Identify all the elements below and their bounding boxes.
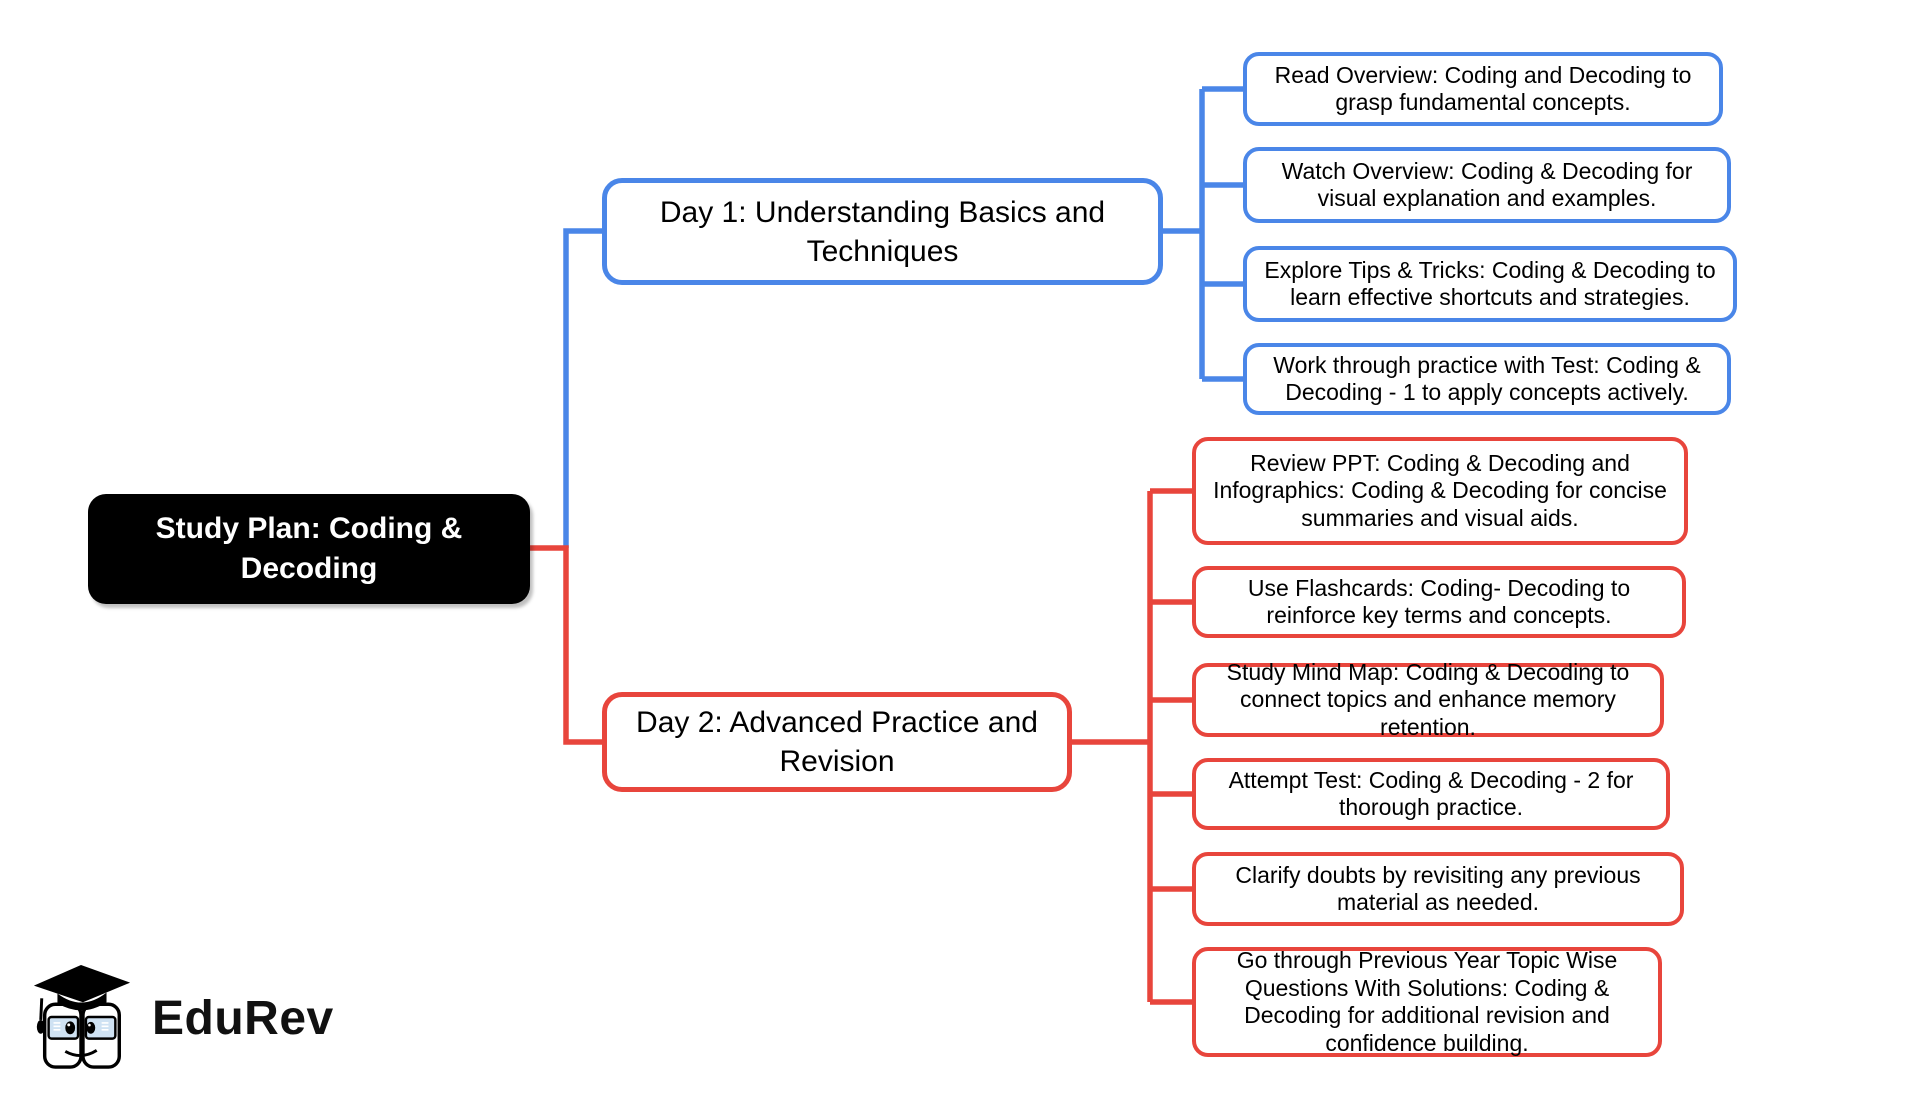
leaf-label: Use Flashcards: Coding- Decoding to rein… [1247, 574, 1631, 629]
leaf-label: Watch Overview: Coding & Decoding for vi… [1281, 157, 1693, 212]
edurev-logo-text: EduRev [152, 991, 334, 1045]
root-node-label: Study Plan: Coding & Decoding [155, 512, 463, 585]
leaf-node-clarify-doubts: Clarify doubts by revisiting any previou… [1192, 852, 1684, 926]
branch-node-day1: Day 1: Understanding Basics and Techniqu… [602, 178, 1163, 285]
leaf-node-review-ppt: Review PPT: Coding & Decoding and Infogr… [1192, 437, 1688, 545]
leaf-label: Study Mind Map: Coding & Decoding to con… [1226, 658, 1630, 740]
leaf-node-read-overview: Read Overview: Coding and Decoding to gr… [1243, 52, 1723, 126]
edurev-mascot-icon [33, 965, 131, 1069]
leaf-label: Read Overview: Coding and Decoding to gr… [1274, 61, 1692, 116]
leaf-label: Clarify doubts by revisiting any previou… [1235, 861, 1641, 916]
branch-day1-label: Day 1: Understanding Basics and Techniqu… [659, 195, 1106, 268]
connector-day2-branch [524, 488, 1198, 1005]
leaf-label: Work through practice with Test: Coding … [1273, 351, 1701, 406]
leaf-label: Review PPT: Coding & Decoding and Infogr… [1213, 449, 1667, 531]
leaf-node-previous-year-questions: Go through Previous Year Topic Wise Ques… [1192, 947, 1662, 1057]
leaf-node-practice-test-1: Work through practice with Test: Coding … [1243, 343, 1731, 415]
leaf-label: Attempt Test: Coding & Decoding - 2 for … [1228, 766, 1634, 821]
branch-day2-label: Day 2: Advanced Practice and Revision [636, 706, 1038, 778]
leaf-label: Explore Tips & Tricks: Coding & Decoding… [1264, 256, 1716, 311]
connector-day1-branch [563, 86, 1248, 548]
branch-node-day2: Day 2: Advanced Practice and Revision [602, 692, 1072, 792]
leaf-node-study-mind-map: Study Mind Map: Coding & Decoding to con… [1192, 659, 1664, 740]
leaf-node-watch-overview: Watch Overview: Coding & Decoding for vi… [1243, 147, 1731, 223]
leaf-node-attempt-test-2: Attempt Test: Coding & Decoding - 2 for … [1192, 758, 1670, 830]
leaf-label: Go through Previous Year Topic Wise Ques… [1236, 947, 1618, 1056]
root-node: Study Plan: Coding & Decoding [88, 494, 530, 604]
leaf-node-use-flashcards: Use Flashcards: Coding- Decoding to rein… [1192, 566, 1686, 638]
edurev-logo: EduRev [28, 960, 334, 1076]
leaf-node-explore-tips: Explore Tips & Tricks: Coding & Decoding… [1243, 246, 1737, 322]
